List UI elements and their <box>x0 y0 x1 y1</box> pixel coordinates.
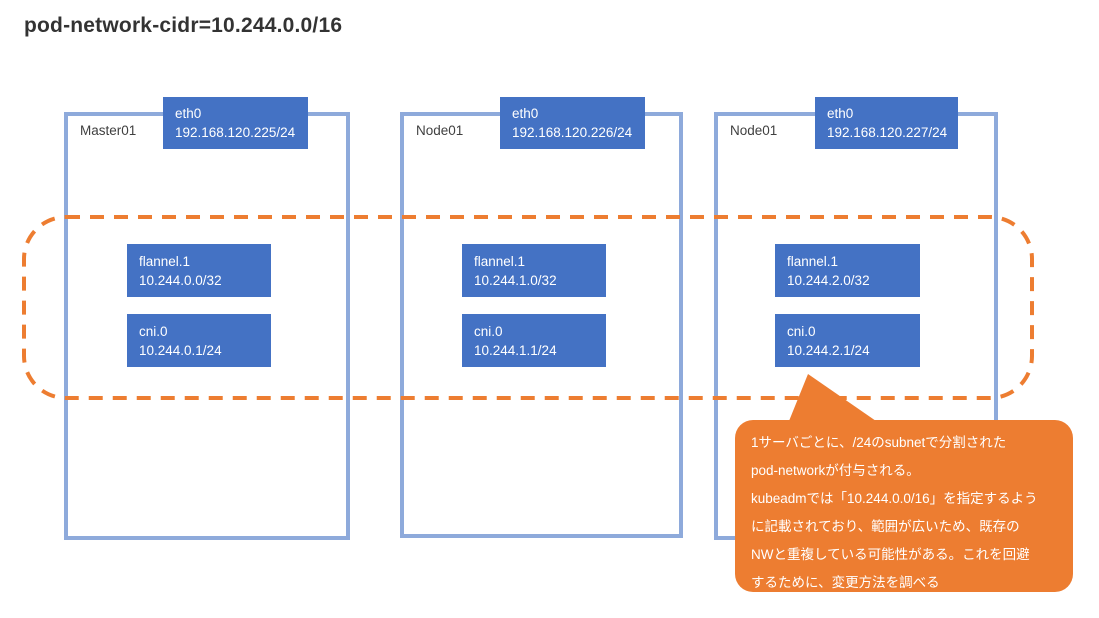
interface-ip: 10.244.0.0/32 <box>139 273 222 288</box>
page-title: pod-network-cidr=10.244.0.0/16 <box>24 14 343 37</box>
interface-ip: 192.168.120.225/24 <box>175 125 296 140</box>
interface-name: flannel.1 <box>787 254 839 269</box>
interface-ip: 10.244.1.1/24 <box>474 343 557 358</box>
interface-name: cni.0 <box>474 324 503 339</box>
interface-ip: 192.168.120.226/24 <box>512 125 633 140</box>
cni-box-master01: cni.0 10.244.0.1/24 <box>127 314 271 367</box>
eth0-box-master01: eth0 192.168.120.225/24 <box>163 97 308 149</box>
interface-name: flannel.1 <box>139 254 191 269</box>
server-name-label: Master01 <box>80 123 137 138</box>
interface-name: flannel.1 <box>474 254 526 269</box>
flannel-box-node01: flannel.1 10.244.1.0/32 <box>462 244 606 297</box>
annotation-text: 1サーバごとに、/24のsubnetで分割された pod-networkが付与さ… <box>751 435 1038 590</box>
interface-ip: 10.244.2.1/24 <box>787 343 870 358</box>
flannel-box-node01-2: flannel.1 10.244.2.0/32 <box>775 244 920 297</box>
eth0-box-node01: eth0 192.168.120.226/24 <box>500 97 645 149</box>
interface-name: eth0 <box>827 106 854 121</box>
annotation-callout: 1サーバごとに、/24のsubnetで分割された pod-networkが付与さ… <box>735 420 1073 592</box>
interface-name: eth0 <box>175 106 202 121</box>
interface-name: eth0 <box>512 106 539 121</box>
server-name-label: Node01 <box>730 123 778 138</box>
server-name-label: Node01 <box>416 123 464 138</box>
interface-name: cni.0 <box>787 324 816 339</box>
interface-name: cni.0 <box>139 324 168 339</box>
interface-ip: 10.244.0.1/24 <box>139 343 222 358</box>
cni-box-node01-2: cni.0 10.244.2.1/24 <box>775 314 920 367</box>
eth0-box-node01-2: eth0 192.168.120.227/24 <box>815 97 958 149</box>
flannel-box-master01: flannel.1 10.244.0.0/32 <box>127 244 271 297</box>
cni-box-node01: cni.0 10.244.1.1/24 <box>462 314 606 367</box>
interface-ip: 10.244.1.0/32 <box>474 273 557 288</box>
interface-ip: 10.244.2.0/32 <box>787 273 870 288</box>
interface-ip: 192.168.120.227/24 <box>827 125 948 140</box>
